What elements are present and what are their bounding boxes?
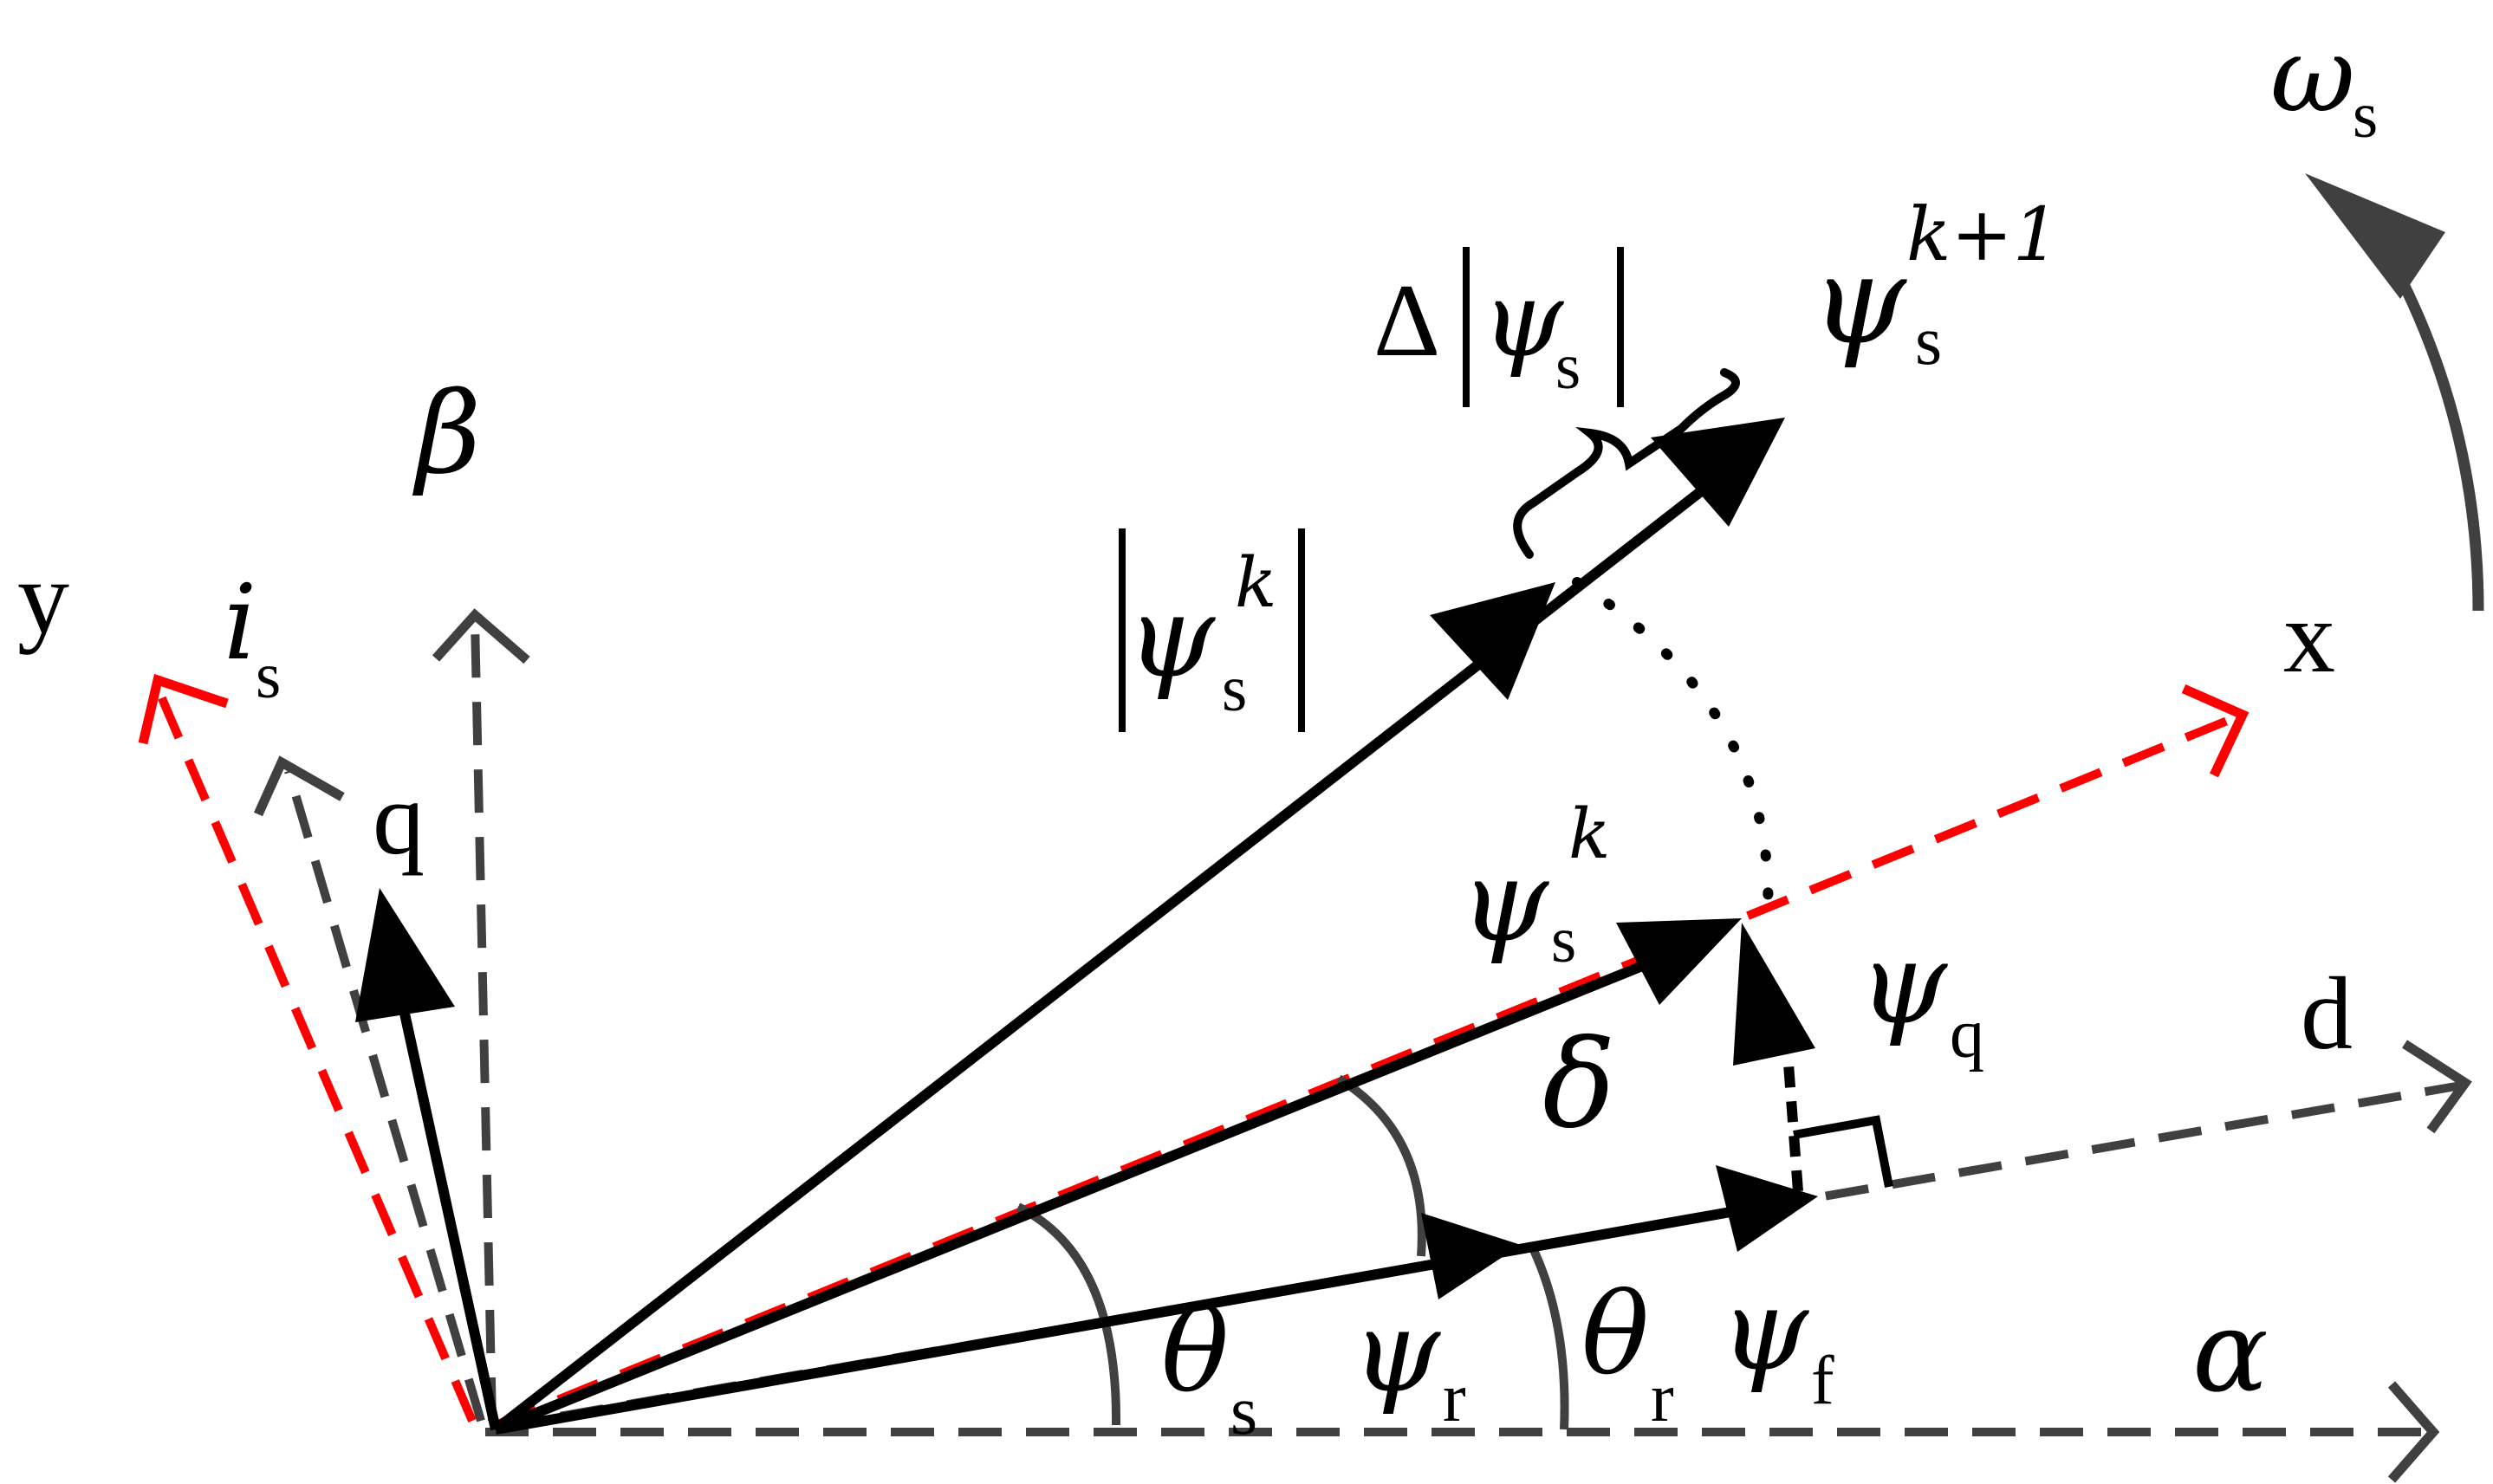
psi-q-arrowhead (1733, 923, 1815, 1066)
alpha-axis-arrowhead (2387, 1381, 2440, 1483)
psi-f-sub-label: f (1811, 1343, 1834, 1419)
psi-r-sub-label: r (1443, 1360, 1466, 1436)
d-axis (493, 1081, 2462, 1432)
delta-psi-label: ψ (1482, 260, 1565, 380)
psi-s-k-arrowhead (1616, 918, 1742, 1005)
d-axis-arrowhead (2402, 1040, 2472, 1134)
i-s-vector (389, 964, 501, 1431)
psi-f-vector (494, 1203, 1752, 1435)
d-axis-label: d (2301, 956, 2353, 1071)
mag-psi-label: ψ (1126, 571, 1216, 703)
beta-axis-arrowhead (432, 608, 530, 664)
psi-q-component-line (1782, 1052, 1803, 1192)
theta-s-label: θ (1161, 1286, 1229, 1417)
rotation-arrow (2395, 275, 2484, 612)
delta-psi-brace (1513, 368, 1740, 559)
theta-r-arc (1529, 1247, 1569, 1430)
beta-axis (471, 619, 497, 1422)
rotation-dotted-arc (1572, 577, 1774, 919)
psi-s-k1-sub-label: s (1915, 303, 1942, 379)
rotation-arrowhead (2305, 173, 2445, 299)
psi-s-k-magnitude-arrowhead (1430, 582, 1555, 700)
y-axis-label: y (17, 540, 69, 655)
psi-q-label: ψ (1859, 917, 1948, 1049)
alpha-label: α (2192, 1286, 2269, 1417)
theta-r-sub-label: r (1651, 1360, 1674, 1436)
psi-s-k1-label: ψ (1811, 230, 1907, 372)
omega-label: ω (2270, 16, 2355, 136)
psi-f-label: ψ (1720, 1264, 1809, 1396)
psi-r-arrowhead (1421, 1213, 1521, 1299)
psi-s-k-sub-label: s (1551, 904, 1576, 976)
psi-s-k-label: ψ (1460, 835, 1549, 967)
x-axis-label: x (2283, 579, 2335, 694)
i-s-arrowhead (355, 888, 455, 1022)
psi-s-k-sup-label: k (1568, 794, 1610, 874)
psi-r-label: ψ (1352, 1286, 1441, 1417)
psi-s-k1-sup-label: k+1 (1906, 192, 2060, 278)
psi-q-sub-label: q (1950, 996, 1984, 1072)
i-sub-label: s (256, 640, 281, 712)
omega-sub-label: s (2353, 80, 2378, 152)
delta-arc (1336, 1074, 1426, 1257)
psi-s-k-vector (493, 952, 1666, 1435)
q-axis (284, 769, 485, 1422)
beta-label: β (412, 367, 481, 499)
theta-s-sub-label: s (1230, 1373, 1257, 1449)
psi-f-arrowhead (1716, 1165, 1818, 1252)
mag-psi-sub-label: s (1222, 653, 1247, 725)
psi-s-k1-arrowhead (1651, 418, 1785, 527)
theta-r-label: θ (1581, 1268, 1649, 1400)
mag-psi-sup-label: k (1235, 542, 1276, 623)
y-axis (152, 683, 477, 1422)
q-axis-label: q (373, 761, 425, 876)
i-label: i (224, 563, 256, 684)
delta-angle-label: δ (1542, 1014, 1615, 1156)
x-axis-arrowhead (2181, 684, 2250, 778)
right-angle-marker (1793, 1115, 1893, 1188)
delta-psi-sub-label: s (1555, 331, 1581, 403)
q-axis-arrowhead (253, 755, 345, 817)
y-axis-arrowhead (138, 673, 229, 745)
theta-s-arc (1016, 1202, 1121, 1426)
delta-operator-label: Δ (1373, 262, 1440, 378)
